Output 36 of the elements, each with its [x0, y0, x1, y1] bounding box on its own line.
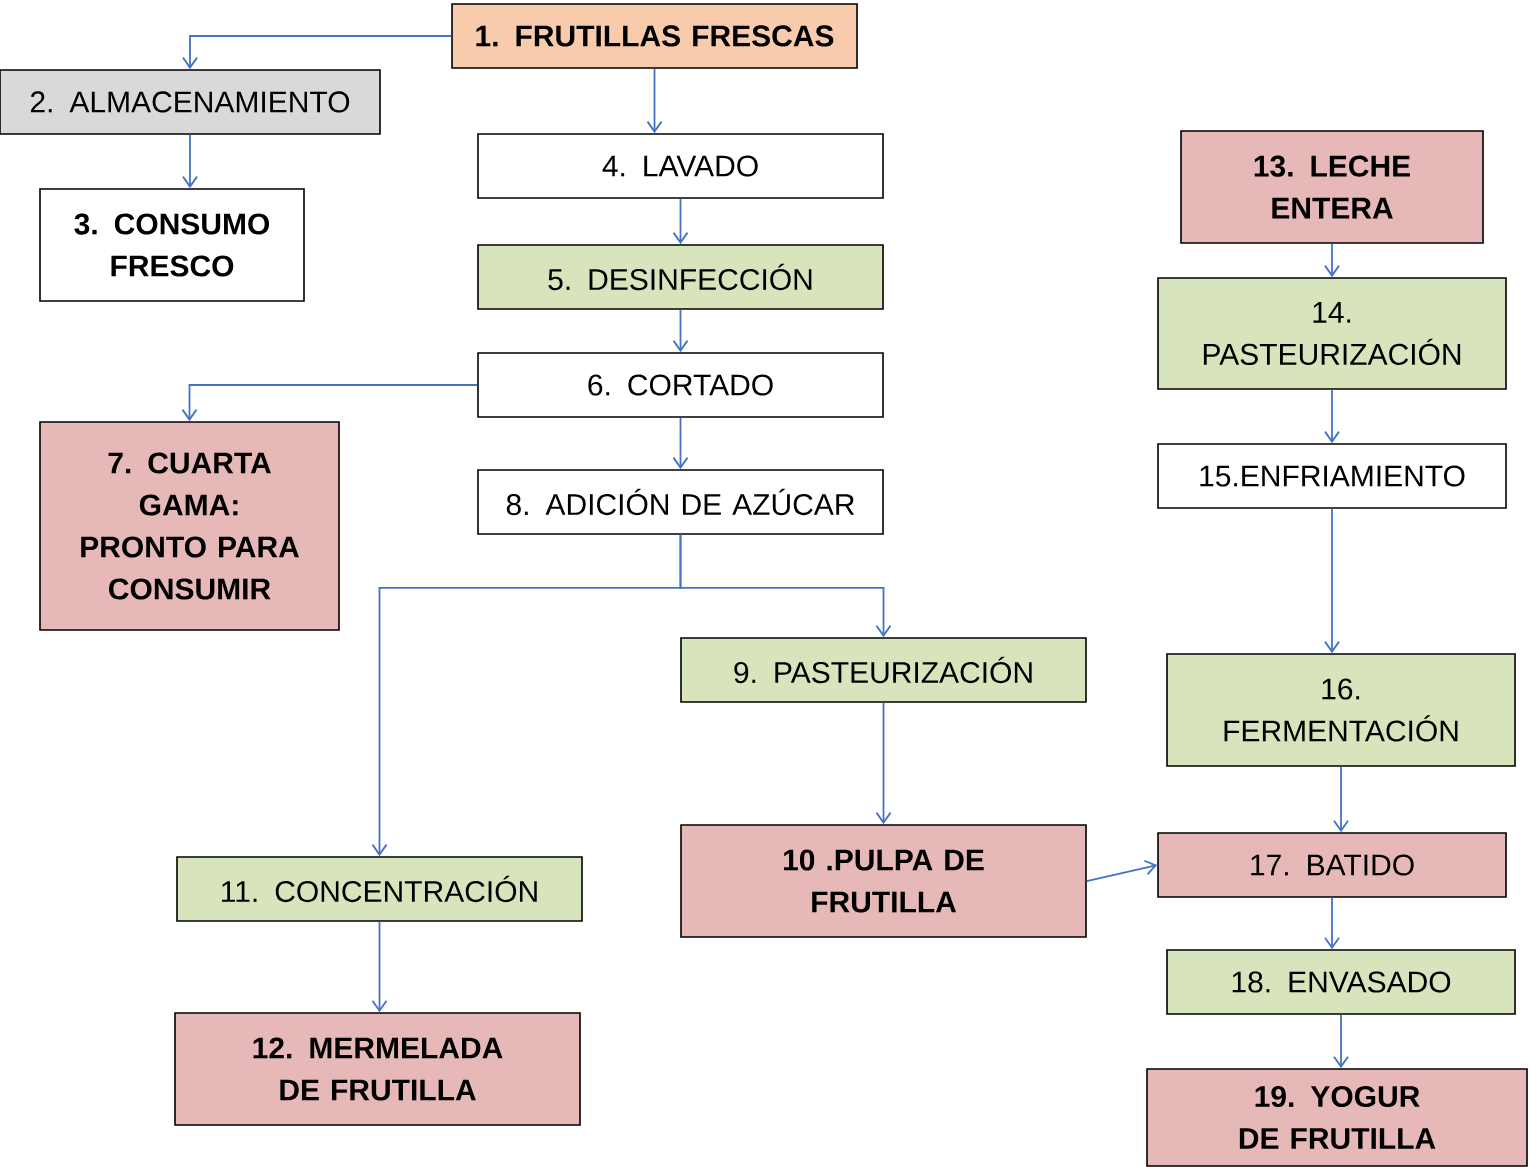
- arrow: [672, 197, 689, 245]
- process-box: 18. ENVASADO: [1166, 949, 1516, 1015]
- arrow: [1333, 1013, 1349, 1069]
- arrow: [371, 920, 388, 1013]
- arrow: [1324, 507, 1340, 654]
- process-box: 11. CONCENTRACIÓN: [176, 856, 583, 922]
- arrow: [646, 67, 663, 134]
- process-box: 6. CORTADO: [477, 352, 884, 418]
- process-box: 4. LAVADO: [477, 133, 884, 199]
- product-box: 19. YOGUR DE FRUTILLA: [1146, 1068, 1528, 1167]
- product-box: 10 .PULPA DE FRUTILLA: [680, 824, 1087, 938]
- arrow: [672, 308, 689, 353]
- process-box: 16. FERMENTACIÓN: [1166, 653, 1516, 767]
- process-box: 1. FRUTILLAS FRESCAS: [451, 3, 858, 69]
- process-box: 9. PASTEURIZACIÓN: [680, 637, 1087, 703]
- process-box: 2. ALMACENAMIENTO: [0, 69, 381, 135]
- arrow: [1324, 242, 1340, 278]
- arrow: [875, 701, 892, 825]
- arrow: [1324, 896, 1340, 950]
- product-box: 17. BATIDO: [1157, 832, 1507, 898]
- arrow: [679, 533, 892, 638]
- product-box: 12. MERMELADA DE FRUTILLA: [174, 1012, 581, 1126]
- arrow: [672, 416, 689, 470]
- arrow: [181, 384, 479, 422]
- process-box: 8. ADICIÓN DE AZÚCAR: [477, 469, 884, 535]
- process-box: 15.ENFRIAMIENTO: [1157, 443, 1507, 509]
- arrow: [1333, 765, 1349, 833]
- arrow: [182, 133, 198, 189]
- arrow: [1085, 859, 1158, 882]
- arrow: [1324, 388, 1340, 444]
- product-box: 7. CUARTA GAMA: PRONTO PARA CONSUMIR: [39, 421, 340, 631]
- process-box: 14. PASTEURIZACIÓN: [1157, 277, 1507, 390]
- product-box: 13. LECHE ENTERA: [1180, 130, 1484, 244]
- arrow: [182, 35, 453, 70]
- process-box: 5. DESINFECCIÓN: [477, 244, 884, 310]
- process-box: 3. CONSUMO FRESCO: [39, 188, 305, 302]
